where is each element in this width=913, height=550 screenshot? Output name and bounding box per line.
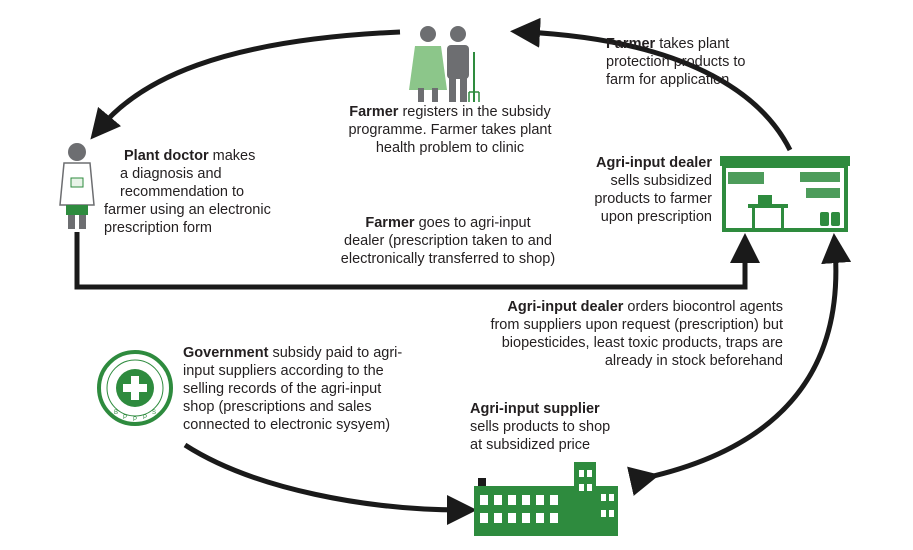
- seal-letter: B: [114, 410, 118, 416]
- arrow-dealer-supplier: [627, 233, 852, 496]
- farmer-takes-text: Farmer takes plant protection products t…: [606, 36, 746, 88]
- dealer-sells-text: Agri-input dealer sells subsidized produ…: [594, 155, 712, 225]
- supplier-text: Agri-input supplier sells products to sh…: [470, 401, 611, 453]
- arrow-dealer-to-farmer: [510, 17, 793, 152]
- seal-letter: P: [143, 415, 147, 421]
- arrow-farmer-to-doctor: [90, 29, 401, 140]
- seal-letter: P: [133, 417, 137, 423]
- arrow-government-to-supplier: [183, 442, 477, 525]
- dealer-orders-text: Agri-input dealer orders biocontrol agen…: [490, 299, 783, 369]
- seal-letter: S: [152, 410, 156, 416]
- government-text: Government subsidy paid to agri- input s…: [183, 345, 403, 433]
- bppps-seal-icon: B P P P S: [97, 350, 173, 426]
- factory-icon: [474, 462, 618, 536]
- farmer-registers-text: Farmer registers in the subsidy programm…: [348, 104, 552, 156]
- farmer-couple-icon: [409, 26, 480, 102]
- plant-doctor-icon: [59, 143, 95, 229]
- agri-input-shop-icon: [720, 156, 850, 232]
- plant-doctor-text: Plant doctor makes a diagnosis and recom…: [104, 148, 271, 236]
- farmer-goes-text: Farmer goes to agri-input dealer (prescr…: [340, 215, 556, 267]
- seal-letter: P: [123, 415, 127, 421]
